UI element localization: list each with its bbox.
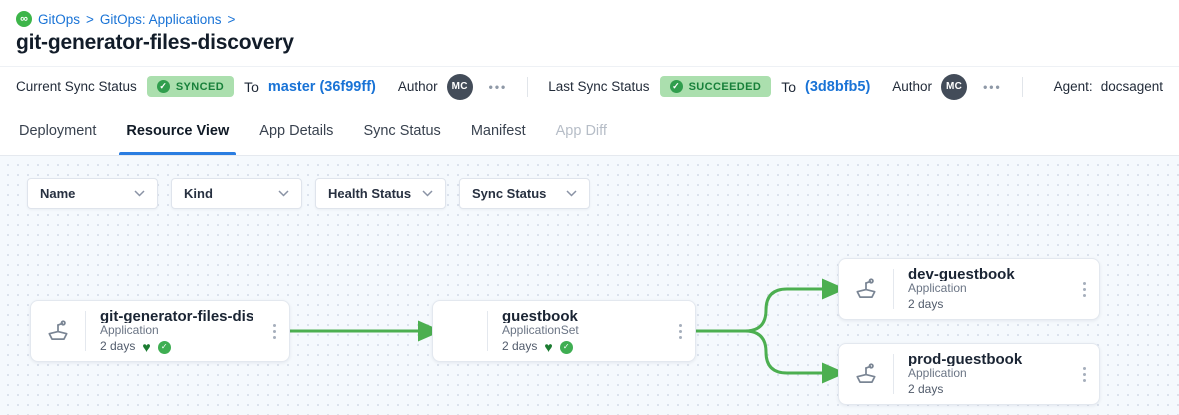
node-age-row: 2 days ♥ ✓ bbox=[502, 339, 659, 355]
node-divider bbox=[893, 269, 894, 309]
node-icon-placeholder bbox=[433, 301, 487, 361]
node-age: 2 days bbox=[908, 297, 944, 312]
health-heart-icon: ♥ bbox=[544, 339, 553, 356]
current-sync-status-label: Current Sync Status bbox=[16, 79, 137, 94]
node-menu-button[interactable] bbox=[1073, 344, 1095, 404]
node-kind: Application bbox=[100, 322, 159, 337]
last-sync-author-avatar[interactable]: MC bbox=[941, 73, 968, 100]
agent-info: Agent: docsagent bbox=[1054, 79, 1163, 94]
tab-manifest[interactable]: Manifest bbox=[470, 122, 526, 139]
tab-resource-view[interactable]: Resource View bbox=[111, 106, 244, 155]
node-menu-button[interactable] bbox=[263, 301, 285, 361]
node-kind: ApplicationSet bbox=[502, 322, 579, 337]
succeeded-status-badge: ✓ SUCCEEDED bbox=[659, 76, 772, 97]
current-sync-more-button[interactable]: ••• bbox=[488, 79, 508, 94]
breadcrumb-link-gitops[interactable]: GitOps bbox=[38, 11, 81, 27]
current-sync-author-label: Author bbox=[397, 79, 438, 94]
graph-node-git-generator-files-discovery[interactable]: git-generator-files-disco... Application… bbox=[30, 300, 290, 362]
chevron-down-icon bbox=[566, 190, 577, 197]
graph-node-guestbook[interactable]: guestbook ApplicationSet 2 days ♥ ✓ bbox=[432, 300, 696, 362]
node-divider bbox=[893, 354, 894, 394]
filter-kind-dropdown[interactable]: Kind bbox=[171, 178, 302, 209]
filter-sync-status-label: Sync Status bbox=[472, 186, 547, 201]
node-divider bbox=[487, 311, 488, 351]
filter-bar: Name Kind Health Status Sync Status bbox=[27, 178, 590, 209]
chevron-down-icon bbox=[278, 190, 289, 197]
node-age: 2 days bbox=[100, 339, 136, 354]
tab-app-diff: App Diff bbox=[555, 122, 607, 139]
synced-check-icon: ✓ bbox=[559, 340, 573, 354]
status-bar-divider bbox=[527, 76, 529, 97]
node-divider bbox=[85, 311, 86, 351]
node-age: 2 days bbox=[908, 382, 944, 397]
tab-app-details[interactable]: App Details bbox=[259, 122, 334, 139]
last-sync-to-label: To bbox=[781, 78, 797, 95]
breadcrumb-separator: > bbox=[227, 11, 236, 27]
node-body: prod-guestbook Application 2 days bbox=[894, 344, 1073, 404]
node-title: guestbook bbox=[502, 308, 578, 323]
chevron-down-icon bbox=[134, 190, 145, 197]
tab-deployment[interactable]: Deployment bbox=[19, 122, 97, 139]
check-circle-icon: ✓ bbox=[156, 80, 170, 93]
node-age-row: 2 days ♥ ✓ bbox=[100, 339, 253, 355]
filter-name-label: Name bbox=[40, 186, 76, 201]
node-menu-button[interactable] bbox=[669, 301, 691, 361]
chevron-down-icon bbox=[422, 190, 433, 197]
check-circle-icon: ✓ bbox=[669, 80, 683, 93]
filter-health-status-label: Health Status bbox=[328, 186, 412, 201]
status-bar: Current Sync Status ✓ SYNCED To master (… bbox=[0, 66, 1179, 106]
breadcrumb: ∞ GitOps > GitOps: Applications > bbox=[16, 11, 1163, 27]
last-sync-status-label: Last Sync Status bbox=[548, 79, 650, 94]
filter-name-dropdown[interactable]: Name bbox=[27, 178, 158, 209]
argo-application-icon bbox=[839, 259, 893, 319]
tab-bar: Deployment Resource View App Details Syn… bbox=[0, 106, 1179, 156]
agent-value: docsagent bbox=[1100, 79, 1163, 94]
succeeded-badge-label: SUCCEEDED bbox=[688, 80, 762, 93]
node-age-row: 2 days bbox=[908, 297, 1063, 313]
node-title: dev-guestbook bbox=[908, 266, 1015, 281]
synced-check-icon: ✓ bbox=[157, 340, 171, 354]
synced-badge-label: SYNCED bbox=[175, 80, 225, 93]
graph-node-prod-guestbook[interactable]: prod-guestbook Application 2 days bbox=[838, 343, 1100, 405]
breadcrumb-link-applications[interactable]: GitOps: Applications bbox=[99, 11, 222, 27]
graph-node-dev-guestbook[interactable]: dev-guestbook Application 2 days bbox=[838, 258, 1100, 320]
node-title: git-generator-files-disco... bbox=[100, 308, 253, 323]
gitops-infinity-icon: ∞ bbox=[16, 11, 32, 27]
resource-graph: Name Kind Health Status Sync Status bbox=[0, 156, 1179, 415]
current-sync-revision-link[interactable]: master (36f99ff) bbox=[267, 78, 376, 95]
node-body: dev-guestbook Application 2 days bbox=[894, 259, 1073, 319]
current-sync-to-label: To bbox=[244, 78, 259, 95]
node-age-row: 2 days bbox=[908, 382, 1063, 398]
filter-sync-status-dropdown[interactable]: Sync Status bbox=[459, 178, 590, 209]
last-sync-revision-link[interactable]: (3d8bfb5) bbox=[805, 78, 871, 95]
filter-kind-label: Kind bbox=[184, 186, 213, 201]
node-menu-button[interactable] bbox=[1073, 259, 1095, 319]
node-kind: Application bbox=[908, 365, 967, 380]
last-sync-author-label: Author bbox=[892, 79, 933, 94]
filter-health-status-dropdown[interactable]: Health Status bbox=[315, 178, 446, 209]
argo-application-icon bbox=[839, 344, 893, 404]
health-heart-icon: ♥ bbox=[142, 339, 151, 356]
header: ∞ GitOps > GitOps: Applications > git-ge… bbox=[0, 0, 1179, 66]
page-title: git-generator-files-discovery bbox=[16, 31, 294, 54]
last-sync-more-button[interactable]: ••• bbox=[983, 79, 1002, 94]
node-title: prod-guestbook bbox=[908, 351, 1023, 366]
breadcrumb-separator: > bbox=[86, 11, 94, 27]
tab-sync-status[interactable]: Sync Status bbox=[363, 122, 441, 139]
current-sync-author-avatar[interactable]: MC bbox=[446, 73, 473, 100]
node-age: 2 days bbox=[502, 339, 538, 354]
agent-label: Agent: bbox=[1053, 79, 1093, 94]
node-kind: Application bbox=[908, 280, 967, 295]
status-bar-divider bbox=[1021, 76, 1023, 97]
argo-application-icon bbox=[31, 301, 85, 361]
node-body: guestbook ApplicationSet 2 days ♥ ✓ bbox=[488, 301, 669, 361]
synced-status-badge: ✓ SYNCED bbox=[146, 76, 235, 97]
node-body: git-generator-files-disco... Application… bbox=[86, 301, 263, 361]
